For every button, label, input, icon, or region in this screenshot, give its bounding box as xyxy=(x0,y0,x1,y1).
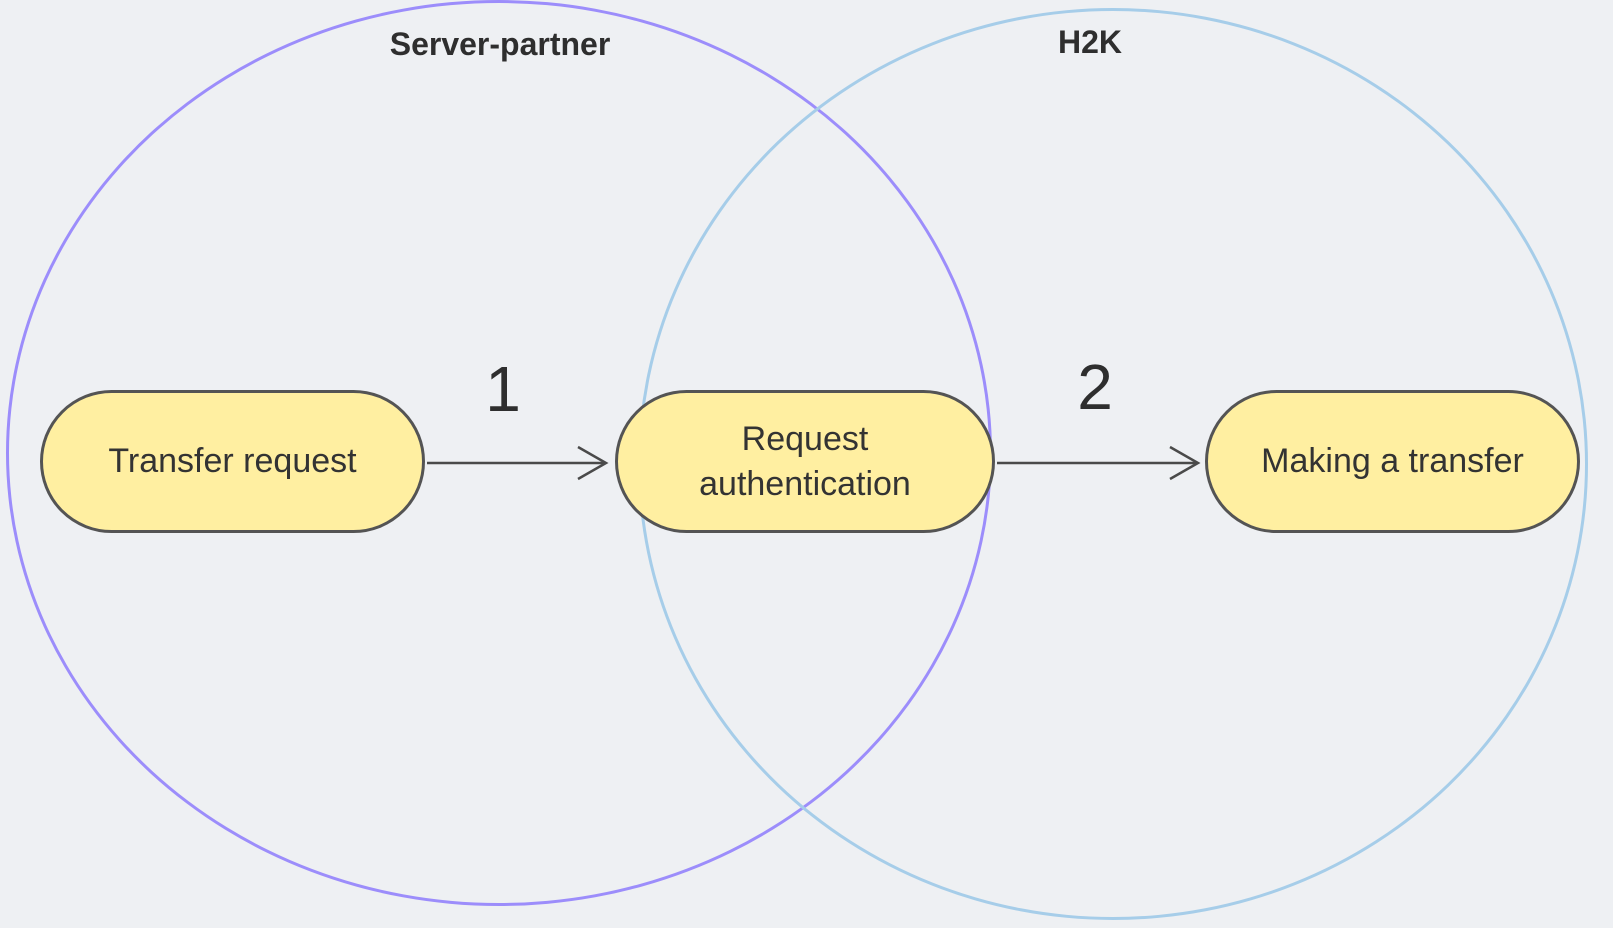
node-request-authentication-label: Request authentication xyxy=(699,420,911,503)
node-request-authentication: Request authentication xyxy=(615,390,995,533)
arrow-label-2: 2 xyxy=(1077,351,1113,423)
group-label-server-partner: Server-partner xyxy=(389,26,611,62)
arrow-label-1: 1 xyxy=(485,353,521,425)
group-label-h2k: H2K xyxy=(1057,24,1123,60)
node-making-a-transfer-label: Making a transfer xyxy=(1261,442,1524,481)
node-transfer-request: Transfer request xyxy=(40,390,425,533)
node-transfer-request-label: Transfer request xyxy=(108,442,357,481)
node-making-a-transfer: Making a transfer xyxy=(1205,390,1580,533)
